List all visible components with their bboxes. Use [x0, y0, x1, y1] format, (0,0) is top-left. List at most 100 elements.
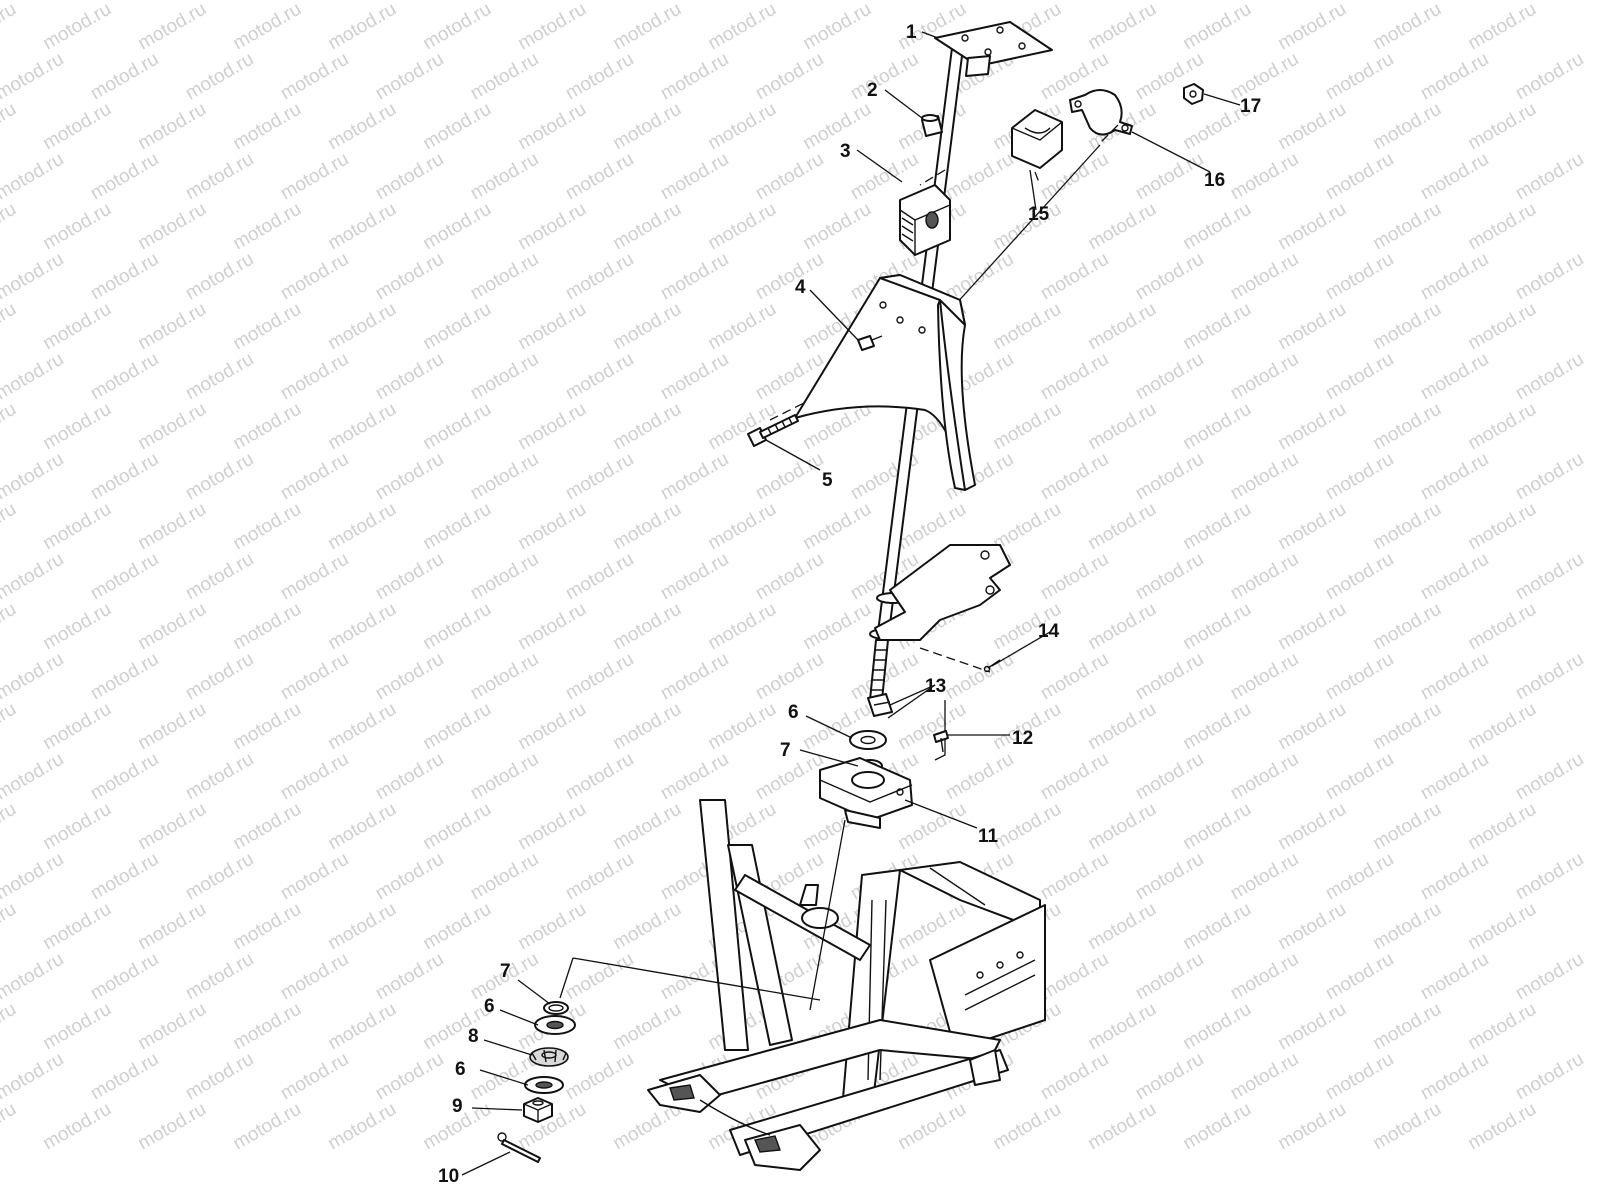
watermark-text: motod.ru [1417, 149, 1492, 205]
watermark-text: motod.ru [1465, 899, 1540, 955]
watermark-text: motod.ru [1465, 399, 1540, 455]
watermark-text: motod.ru [135, 599, 210, 655]
watermark-text: motod.ru [40, 0, 115, 54]
watermark-text: motod.ru [657, 549, 732, 605]
watermark-text: motod.ru [515, 399, 590, 455]
watermark-text: motod.ru [1512, 549, 1587, 605]
watermark-text: motod.ru [1465, 599, 1540, 655]
watermark-text: motod.ru [1512, 849, 1587, 905]
watermark-text: motod.ru [1132, 549, 1207, 605]
watermark-text: motod.ru [1085, 999, 1160, 1055]
watermark-text: motod.ru [1512, 249, 1587, 305]
watermark-text: motod.ru [1417, 649, 1492, 705]
watermark-text: motod.ru [467, 649, 542, 705]
watermark-text: motod.ru [1180, 999, 1255, 1055]
watermark-text: motod.ru [800, 599, 875, 655]
watermark-text: motod.ru [325, 599, 400, 655]
watermark-text: motod.ru [325, 299, 400, 355]
callout-8: 8 [468, 1026, 479, 1047]
watermark-text: motod.ru [1275, 99, 1350, 155]
part-13-u-joint [867, 693, 893, 717]
watermark-text: motod.ru [467, 449, 542, 505]
watermark-text: motod.ru [610, 799, 685, 855]
watermark-text: motod.ru [467, 749, 542, 805]
watermark-text: motod.ru [705, 0, 780, 54]
watermark-text: motod.ru [1085, 299, 1160, 355]
part-6-washer-upper [849, 730, 887, 750]
watermark-text: motod.ru [990, 299, 1065, 355]
watermark-text: motod.ru [87, 149, 162, 205]
watermark-text: motod.ru [325, 99, 400, 155]
watermark-text: motod.ru [372, 949, 447, 1005]
watermark-text: motod.ru [1322, 549, 1397, 605]
watermark-text: motod.ru [1180, 899, 1255, 955]
watermark-text: motod.ru [87, 649, 162, 705]
watermark-text: motod.ru [1085, 799, 1160, 855]
watermark-text: motod.ru [135, 699, 210, 755]
watermark-text: motod.ru [1322, 349, 1397, 405]
watermark-text: motod.ru [0, 149, 67, 205]
watermark-text: motod.ru [1227, 149, 1302, 205]
watermark-text: motod.ru [1370, 399, 1445, 455]
watermark-text: motod.ru [562, 549, 637, 605]
watermark-text: motod.ru [1370, 799, 1445, 855]
watermark-text: motod.ru [752, 149, 827, 205]
watermark-text: motod.ru [515, 699, 590, 755]
watermark-text: motod.ru [0, 949, 67, 1005]
watermark-text: motod.ru [752, 449, 827, 505]
watermark-text: motod.ru [87, 549, 162, 605]
watermark-text: motod.ru [40, 399, 115, 455]
watermark-text: motod.ru [372, 849, 447, 905]
watermark-text: motod.ru [467, 249, 542, 305]
watermark-text: motod.ru [1227, 849, 1302, 905]
watermark-text: motod.ru [87, 749, 162, 805]
watermark-text: motod.ru [182, 49, 257, 105]
watermark-text: motod.ru [610, 999, 685, 1055]
watermark-text: motod.ru [135, 799, 210, 855]
watermark-text: motod.ru [800, 0, 875, 54]
watermark-text: motod.ru [182, 749, 257, 805]
watermark-text: motod.ru [87, 449, 162, 505]
watermark-text: motod.ru [610, 99, 685, 155]
watermark-text: motod.ru [515, 99, 590, 155]
watermark-text: motod.ru [800, 99, 875, 155]
watermark-text: motod.ru [1037, 849, 1112, 905]
watermark-text: motod.ru [1180, 0, 1255, 54]
watermark-text: motod.ru [1322, 49, 1397, 105]
watermark-text: motod.ru [942, 749, 1017, 805]
watermark-text: motod.ru [705, 399, 780, 455]
part-4-screw [857, 335, 883, 351]
watermark-text: motod.ru [610, 299, 685, 355]
watermark-text: motod.ru [562, 649, 637, 705]
watermark-text: motod.ru [515, 899, 590, 955]
watermark-text: motod.ru [1085, 399, 1160, 455]
part-7-oring-lower [543, 1001, 569, 1015]
watermark-text: motod.ru [230, 699, 305, 755]
watermark-text: motod.ru [1465, 99, 1540, 155]
watermark-text: motod.ru [1085, 599, 1160, 655]
watermark-text: motod.ru [230, 199, 305, 255]
watermark-text: motod.ru [40, 699, 115, 755]
watermark-text: motod.ru [562, 249, 637, 305]
watermark-text: motod.ru [1132, 949, 1207, 1005]
watermark-text: motod.ru [182, 249, 257, 305]
steering-bracket [874, 544, 1011, 641]
callout-15: 15 [1028, 204, 1050, 225]
watermark-text: motod.ru [1227, 649, 1302, 705]
callout-10: 10 [438, 1166, 459, 1187]
watermark-text: motod.ru [277, 349, 352, 405]
watermark-text: motod.ru [1180, 599, 1255, 655]
watermark-text: motod.ru [1465, 799, 1540, 855]
part-15-clamp-half [1011, 109, 1063, 169]
watermark-text: motod.ru [1037, 649, 1112, 705]
watermark-text: motod.ru [1370, 899, 1445, 955]
watermark-text: motod.ru [1417, 549, 1492, 605]
watermark-text: motod.ru [1417, 249, 1492, 305]
watermark-text: motod.ru [562, 349, 637, 405]
watermark-text: motod.ru [610, 199, 685, 255]
watermark-text: motod.ru [1322, 1049, 1397, 1105]
watermark-text: motod.ru [0, 499, 20, 555]
watermark-text: motod.ru [515, 499, 590, 555]
watermark-text: motod.ru [230, 99, 305, 155]
vehicle-frame [647, 799, 1046, 1171]
